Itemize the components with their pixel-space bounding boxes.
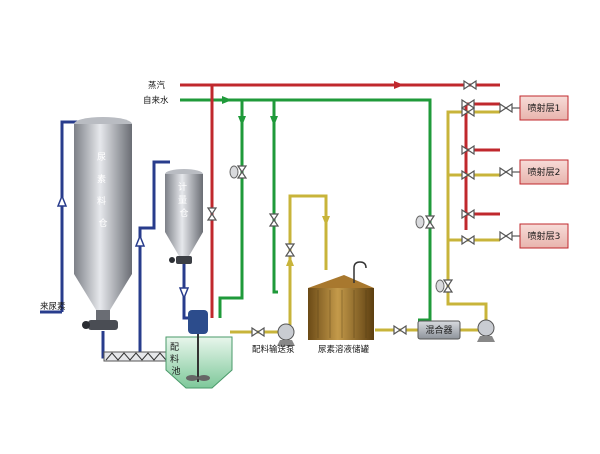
flow-arrow <box>394 81 404 89</box>
water-pipes <box>180 98 432 322</box>
spray-layer-3-label: 喷射层3 <box>528 230 561 242</box>
urea-silo-char: 素 <box>97 173 106 185</box>
flow-arrow <box>322 216 330 226</box>
feed-pump <box>277 323 295 346</box>
flow-arrow <box>222 96 232 104</box>
metering-bin-char: 计 <box>178 181 187 193</box>
feed-pump-label: 配料输送泵 <box>252 344 295 355</box>
flow-arrow <box>238 116 246 126</box>
urea-silo <box>74 117 132 330</box>
flow-arrow <box>178 287 190 301</box>
metering-bin-char: 量 <box>178 195 187 206</box>
storage-tank-label: 尿素溶液储罐 <box>318 344 370 355</box>
flow-arrow <box>270 116 278 126</box>
spray-layer-3-box <box>519 223 569 249</box>
urea-solution-tank <box>308 261 374 340</box>
urea-silo-char: 尿 <box>97 152 106 163</box>
metering-bin-char: 仓 <box>179 207 188 219</box>
spray-layer-1-label: 喷射层1 <box>528 102 561 114</box>
steam-label: 蒸汽 <box>148 80 166 91</box>
urea-silo-label: 尿 素 料 仓 <box>97 152 109 229</box>
tap-water-label: 自来水 <box>143 95 169 106</box>
spray-layer-2-box <box>519 159 569 185</box>
spray-layer-1-box <box>519 95 569 121</box>
steam-pipes <box>180 83 500 318</box>
flow-arrow <box>286 256 294 266</box>
mixing-tank-label: 配 料 池 <box>170 342 182 377</box>
mixer <box>417 320 461 340</box>
raw-urea-label: 来尿素 <box>40 301 66 312</box>
handwheel-icons <box>229 165 445 293</box>
mixing-tank-char: 池 <box>171 365 180 377</box>
metering-bin-label: 计 量 仓 <box>178 181 190 219</box>
mixer-label: 混合器 <box>425 324 452 336</box>
metering-bin <box>165 169 203 264</box>
mixing-tank <box>165 310 233 389</box>
mixing-tank-char: 料 <box>170 353 179 365</box>
mixer-pump <box>477 319 495 342</box>
screw-conveyor <box>103 351 167 362</box>
flow-arrow <box>56 193 68 207</box>
urea-silo-char: 仓 <box>98 217 107 229</box>
flow-arrow <box>134 233 146 247</box>
valve-icons <box>206 79 513 338</box>
spray-layer-2-label: 喷射层2 <box>528 166 561 178</box>
urea-silo-char: 料 <box>97 195 106 207</box>
mixing-tank-char: 配 <box>170 342 179 353</box>
